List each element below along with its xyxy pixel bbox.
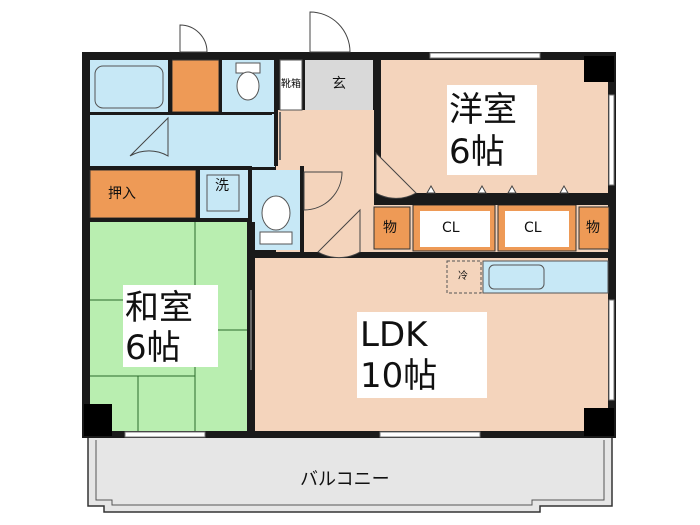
fridge-label: 冷 [458, 271, 468, 282]
fridge-space [446, 260, 482, 294]
closet-left-label: CL [442, 220, 460, 236]
toilet-bowl [261, 195, 291, 231]
toilet-bowl-top [236, 71, 260, 101]
entrance-label: 玄 [332, 76, 346, 92]
storage-right-box [578, 206, 610, 250]
bathtub [94, 65, 164, 109]
storage-left-box [373, 206, 411, 250]
ldk-room-name: LDK [360, 315, 428, 355]
western-room-size: 6帖 [449, 132, 505, 172]
washer-label: 洗 [215, 178, 229, 194]
toilet-tank [259, 231, 293, 245]
door-swings [129, 11, 417, 259]
windows [124, 52, 615, 438]
ldk-label-bg [357, 312, 487, 398]
washroom [90, 114, 275, 167]
storage-right-label: 物 [586, 220, 600, 236]
closet-door-markers [426, 184, 569, 194]
oshiire [89, 169, 197, 219]
western-room-name: 洋室 [449, 90, 517, 130]
closet-right-label: CL [524, 220, 542, 236]
sink [488, 264, 545, 290]
ldk-room-size: 10帖 [360, 356, 438, 396]
shoe-box [279, 59, 303, 111]
sliding-doors [250, 112, 281, 370]
balcony-area [87, 434, 613, 513]
closet-left-inner [420, 211, 490, 247]
japanese-room-size: 6帖 [125, 328, 181, 368]
storage-top [171, 59, 220, 113]
columns [84, 56, 614, 436]
closet-right-inner [505, 211, 569, 247]
balcony-label: バルコニー [300, 469, 390, 490]
storage-left-label: 物 [383, 220, 397, 236]
washer-pan [206, 174, 240, 212]
oshiire-label: 押入 [108, 186, 136, 202]
entrance-floor [305, 60, 373, 110]
japanese-label-bg [123, 285, 218, 367]
balcony-railing [95, 440, 605, 506]
shoe-box-label: 靴箱 [281, 79, 301, 90]
western-label-bg [447, 85, 537, 175]
japanese-room-name: 和室 [125, 288, 193, 328]
